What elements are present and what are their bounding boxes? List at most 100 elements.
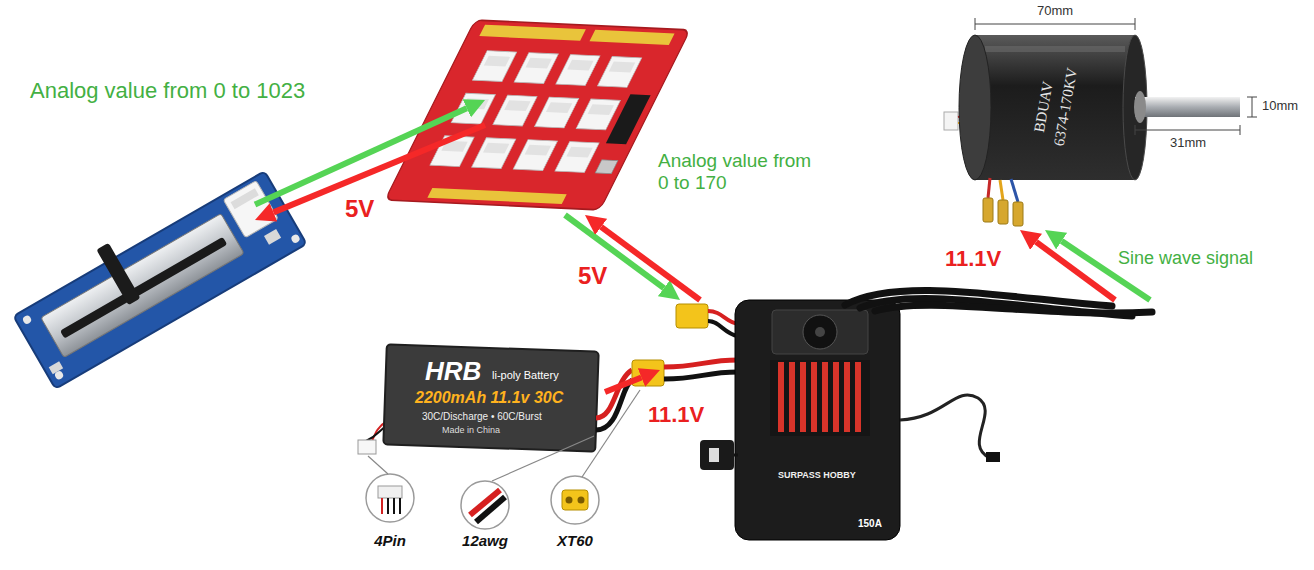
grove-socket [472,138,516,169]
part-label: 12awg [462,532,508,549]
xt60-hole [566,497,573,504]
socket-inner [567,60,593,71]
icon-wire [476,497,505,522]
icon-wire [393,498,395,514]
battery-brand: HRB [425,357,481,387]
esc-brand: SURPASS HOBBY [778,470,856,480]
socket-inner [609,62,635,73]
heatsink-fin [844,362,850,432]
grove-socket [513,140,557,171]
battery-discharge: 30C/Discharge • 60C/Burst [422,411,542,423]
motor-bearing [1134,91,1146,123]
icon-wire [399,498,401,514]
speed-controller: SURPASS HOBBY150A [660,300,1160,545]
label-holder: 4Pin [374,532,406,549]
balance-connector [358,440,376,454]
label-holder: 10mm [1262,99,1298,114]
battery-rating: 2200mAh 11.1v 30C [415,389,563,407]
socket-inner [525,145,551,156]
label-holder: 70mm [1037,4,1073,19]
motor-front-face [1123,35,1147,180]
edge-label-holder: Analog value from 0 to 1023 [30,78,305,103]
grove-socket [555,142,599,173]
heatsink-fin [822,362,828,432]
pin-header [590,30,675,45]
grove-connector [223,181,278,238]
receiver-cable [900,395,990,458]
grove-socket [472,51,516,82]
signal-arrow [255,108,467,204]
bullet-connector [983,198,993,222]
heatsink-fin [800,362,806,432]
text-holder: 6374-170KV [1051,67,1082,148]
voltage-label: 5V [578,262,607,290]
heatsink-fin [778,362,784,432]
heatsink-fin [789,362,795,432]
smd-part [264,229,281,245]
connector-detail [231,188,259,209]
leader-line [582,390,640,477]
switch-wire [734,454,738,457]
controller-board-picture [385,20,690,210]
edge-label-holder: Analog value from 0 to 170 [658,150,818,194]
esc-fan-hub [815,327,825,337]
text-holder: Made in China [442,425,500,435]
edge-label-holder: Sine wave signal [1118,248,1253,269]
xt60-hole [578,497,585,504]
grove-socket [556,55,600,86]
xt60-icon [562,490,588,510]
controller-board [485,15,685,215]
leader-line [492,436,594,481]
label-holder: XT60 [557,532,593,549]
heatsink-fin [811,362,817,432]
motor-model: 6374-170KV [1051,67,1082,148]
voltage-label: 11.1V [648,402,704,427]
esc-fan-frame [772,310,868,354]
signal-label: Analog value from 0 to 170 [658,150,818,194]
voltage-label: 5V [345,195,374,223]
bullet-connector [1013,202,1023,226]
esc-picture [664,291,1152,540]
dimension-line [1135,125,1240,135]
socket-inner [525,58,551,69]
heatsink-base [770,360,870,436]
socket-inner [588,104,614,115]
slider-slot [60,237,227,339]
grove-socket [534,97,578,128]
detail-circle [461,481,509,529]
socket-inner [463,98,489,109]
leader-line [368,456,388,474]
motor-highlight [985,46,1125,52]
motor-shaft [1135,97,1240,117]
detail-circle [366,474,414,522]
grove-socket [597,57,641,88]
part-label: XT60 [557,532,593,549]
label-holder: 12awg [462,532,508,549]
pin-header [479,25,586,41]
power-arrow [601,227,700,300]
battery-pack [383,344,598,451]
mounting-hole [290,233,301,244]
power-arrow [273,125,485,212]
motor-end-cap [959,35,991,180]
heatsink-fin [855,362,861,432]
slide-potentiometer [20,195,255,385]
brushless-motor-picture [944,18,1257,226]
socket-inner [504,100,530,111]
grove-socket [493,95,537,126]
detail-circle [551,476,599,524]
esc-lead [708,321,738,336]
sensor-plug [944,112,958,130]
brushless-motor: BDUAV6374-170KV [930,15,1180,230]
esc-fan [803,315,837,349]
esc-body [735,300,900,540]
icon-wire [387,498,389,514]
slide-potentiometer-picture [5,157,306,389]
mounting-hole [22,314,33,325]
bullet-connector [998,200,1008,224]
socket-inner [483,143,509,154]
text-holder: SURPASS HOBBY [778,470,856,480]
motor-body [975,35,1135,180]
text-holder: li-poly Battery [492,369,559,382]
